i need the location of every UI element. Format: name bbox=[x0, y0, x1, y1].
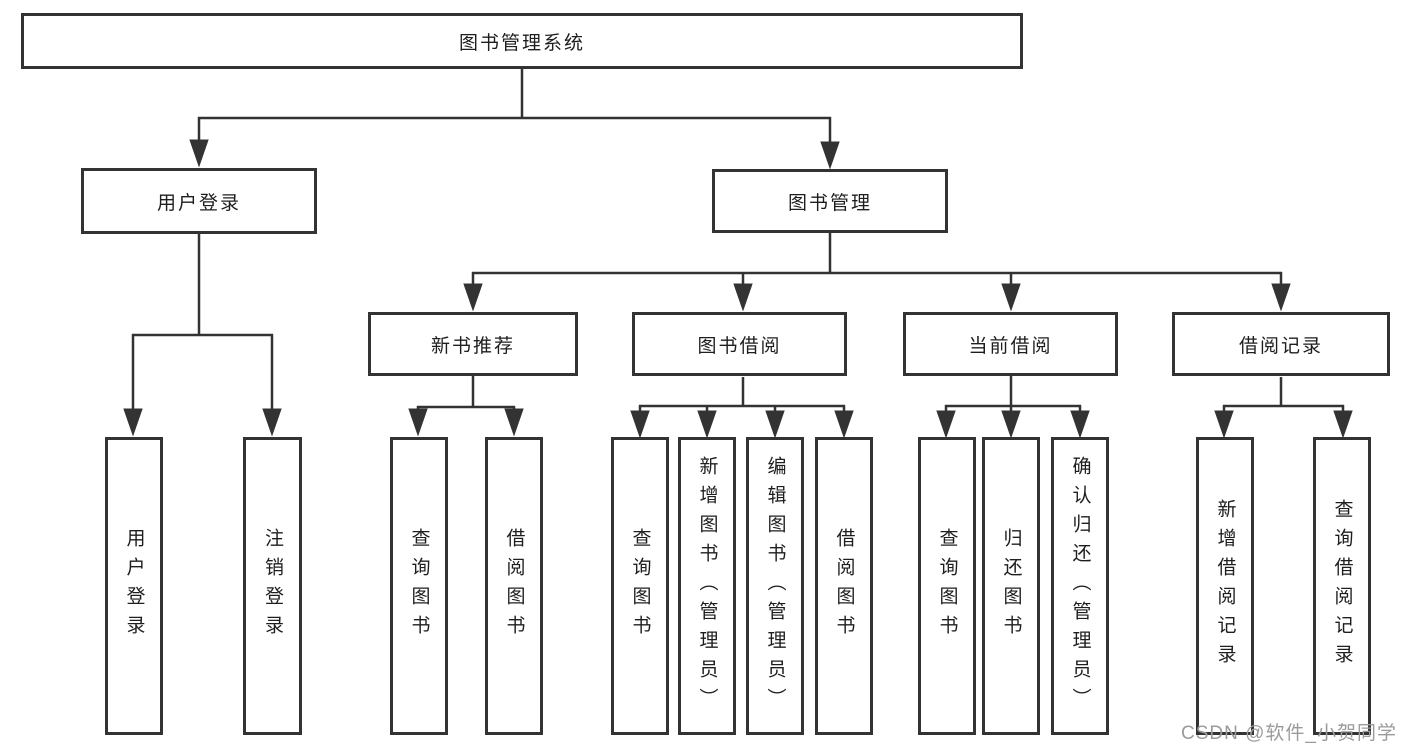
csdn-watermark: CSDN @软件_小贺同学 bbox=[1181, 723, 1397, 744]
leaf-label: 编辑图书（管理员） bbox=[764, 455, 786, 717]
leaf-add-books-admin: 新增图书（管理员） bbox=[678, 437, 736, 735]
leaf-label: 查询图书 bbox=[408, 528, 430, 644]
node-book-management: 图书管理 bbox=[712, 169, 948, 233]
node-borrowing-records: 借阅记录 bbox=[1172, 312, 1390, 376]
leaf-query-books-recommend: 查询图书 bbox=[390, 437, 448, 735]
node-label: 新书推荐 bbox=[430, 335, 515, 357]
leaf-label: 用户登录 bbox=[123, 528, 145, 644]
node-label: 图书管理系统 bbox=[458, 32, 585, 54]
leaf-label: 借阅图书 bbox=[833, 528, 855, 644]
leaf-label: 归还图书 bbox=[1000, 528, 1022, 644]
leaf-query-books-borrowing: 查询图书 bbox=[611, 437, 669, 735]
node-book-borrowing: 图书借阅 bbox=[632, 312, 847, 376]
node-label: 图书借阅 bbox=[697, 335, 782, 357]
leaf-edit-books-admin: 编辑图书（管理员） bbox=[746, 437, 804, 735]
leaf-confirm-return-admin: 确认归还（管理员） bbox=[1051, 437, 1109, 735]
leaf-label: 确认归还（管理员） bbox=[1069, 455, 1091, 717]
leaf-add-borrow-record: 新增借阅记录 bbox=[1196, 437, 1254, 735]
node-new-book-recommendation: 新书推荐 bbox=[368, 312, 578, 376]
node-library-management-system: 图书管理系统 bbox=[21, 13, 1023, 69]
node-label: 用户登录 bbox=[156, 192, 241, 214]
node-current-borrowing: 当前借阅 bbox=[903, 312, 1118, 376]
leaf-label: 查询图书 bbox=[936, 528, 958, 644]
leaf-query-books-current: 查询图书 bbox=[918, 437, 976, 735]
leaf-borrow-books: 借阅图书 bbox=[815, 437, 873, 735]
node-label: 图书管理 bbox=[787, 192, 872, 214]
node-user-login: 用户登录 bbox=[81, 168, 317, 234]
leaf-user-login: 用户登录 bbox=[105, 437, 163, 735]
leaf-label: 注销登录 bbox=[262, 528, 283, 644]
leaf-label: 新增图书（管理员） bbox=[696, 455, 718, 717]
leaf-logout: 注销登录 bbox=[243, 437, 302, 735]
leaf-borrow-books-recommend: 借阅图书 bbox=[485, 437, 543, 735]
leaf-query-borrow-record: 查询借阅记录 bbox=[1313, 437, 1371, 735]
leaf-label: 借阅图书 bbox=[503, 528, 525, 644]
leaf-label: 查询图书 bbox=[629, 528, 651, 644]
leaf-return-books: 归还图书 bbox=[982, 437, 1040, 735]
leaf-label: 新增借阅记录 bbox=[1214, 499, 1236, 673]
node-label: 当前借阅 bbox=[968, 335, 1053, 357]
leaf-label: 查询借阅记录 bbox=[1331, 499, 1353, 673]
node-label: 借阅记录 bbox=[1238, 335, 1323, 357]
